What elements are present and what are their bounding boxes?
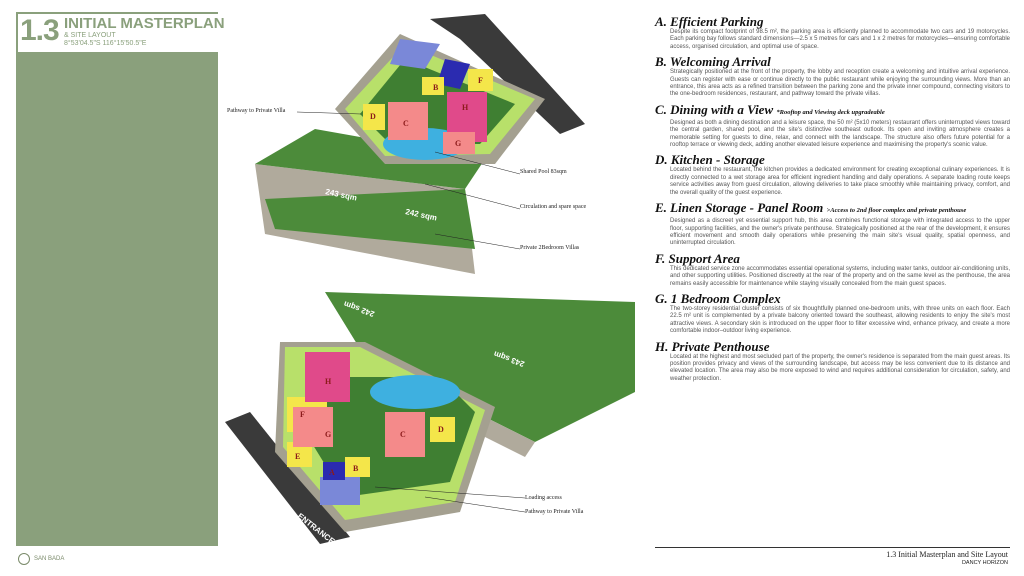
section-parking: A. Efficient Parking Despite its compact…	[655, 14, 1010, 51]
page-subtitle: & SITE LAYOUT	[64, 32, 116, 39]
section-heading: H. Private Penthouse	[655, 338, 770, 354]
callout-pool: Shared Pool 83sqm	[520, 169, 567, 175]
top-label-d: D	[370, 112, 376, 121]
description-column: A. Efficient Parking Despite its compact…	[655, 14, 1010, 544]
section-heading: D. Kitchen - Storage	[655, 152, 765, 168]
section-support: F. Support Area This dedicated service z…	[655, 251, 1010, 288]
bottom-block-c	[385, 412, 425, 457]
section-number: 1.3	[20, 14, 60, 47]
callout-villas: Private 2Bedroom Villas	[520, 245, 580, 251]
bottom-block-d	[430, 417, 455, 442]
top-block-g	[443, 132, 475, 154]
callout-circulation: Circulation and spare space	[520, 204, 587, 210]
top-block-b	[422, 77, 444, 95]
top-label-b: B	[433, 83, 439, 92]
title-block: 1.3 INITIAL MASTERPLAN & SITE LAYOUT 8°5…	[18, 14, 228, 52]
footer-brand: DANCY HORIZON	[961, 560, 1008, 566]
callout-line	[374, 486, 526, 499]
masterplan-drawings: B C D F H G ENTRANCE 243 sqm 242 sqm Pat…	[225, 14, 635, 546]
section-heading: G. 1 Bedroom Complex	[655, 290, 781, 306]
section-bedroom: G. 1 Bedroom Complex The two-storey resi…	[655, 291, 1010, 336]
bottom-label-a: A	[329, 468, 335, 477]
section-body: Strategically positioned at the front of…	[670, 69, 1010, 98]
page-title: INITIAL MASTERPLAN	[64, 15, 225, 32]
top-block-d	[363, 104, 385, 130]
callout-pathway-top: Pathway to Private Villa	[227, 108, 286, 114]
section-body: Despite its compact footprint of 98.5 m²…	[670, 29, 1010, 50]
bottom-block-b	[345, 457, 370, 477]
section-dining: C. Dining with a View *Rooftop and Viewi…	[655, 102, 1010, 150]
callout-line	[434, 151, 521, 175]
callout-line	[296, 111, 362, 115]
bottom-label-e: E	[295, 452, 300, 461]
section-linen: E. Linen Storage - Panel Room >Access to…	[655, 200, 1010, 248]
bottom-label-b: B	[353, 464, 359, 473]
section-kitchen: D. Kitchen - Storage Located behind the …	[655, 152, 1010, 197]
section-heading: F. Support Area	[655, 250, 740, 266]
section-body: The two-storey residential cluster consi…	[670, 305, 1010, 335]
top-lawn-243	[255, 129, 485, 189]
top-label-c: C	[403, 119, 409, 128]
callout-line	[434, 233, 521, 250]
bottom-road	[225, 412, 350, 544]
bottom-label-g: G	[325, 430, 331, 439]
top-block-a	[437, 59, 470, 89]
side-band	[16, 12, 218, 546]
callout-line	[424, 183, 521, 210]
section-heading: E. Linen Storage - Panel Room >Access to…	[655, 200, 967, 216]
top-label-g: G	[455, 139, 461, 148]
logo-icon	[18, 553, 30, 565]
callout-line	[424, 496, 526, 513]
section-body: This dedicated service zone accommodates…	[670, 265, 1010, 287]
section-heading: C. Dining with a View *Rooftop and Viewi…	[655, 101, 885, 117]
footer-title: 1.3 Initial Masterplan and Site Layout	[886, 550, 1008, 559]
section-body: Designed as both a dining destination an…	[670, 119, 1010, 149]
bottom-lawn	[325, 292, 635, 442]
bottom-label-d: D	[438, 425, 444, 434]
top-block-f	[468, 69, 493, 91]
bottom-label-h: H	[325, 377, 332, 386]
top-lawn-242	[265, 189, 475, 249]
section-body: Located at the highest and most secluded…	[670, 353, 1010, 382]
section-body: Designed as a discreet yet essential sup…	[670, 218, 1010, 247]
section-note: *Rooftop and Viewing deck upgradeable	[776, 108, 885, 116]
bottom-block-h	[305, 352, 350, 402]
top-label-h: H	[462, 103, 469, 112]
top-axonometric: B C D F H G ENTRANCE 243 sqm 242 sqm	[255, 14, 585, 274]
callout-loading: Loading access	[525, 495, 562, 501]
logo: SAN BADA	[18, 553, 64, 565]
bottom-block-a	[323, 462, 345, 480]
section-body: Located behind the restaurant, the kitch…	[670, 167, 1010, 196]
bottom-pool	[370, 375, 460, 409]
bottom-parking	[320, 477, 360, 505]
section-arrival: B. Welcoming Arrival Strategically posit…	[655, 54, 1010, 99]
bottom-block-g	[293, 407, 333, 447]
bottom-axonometric: H F G E C D B A 242 sqm 243 sqm ENTRANCE	[225, 292, 635, 544]
callout-pathway-bottom: Pathway to Private Villa	[525, 509, 584, 515]
section-note: >Access to 2nd floor complex and private…	[826, 207, 967, 215]
bottom-label-f: F	[300, 410, 305, 419]
section-heading: A. Efficient Parking	[655, 14, 764, 29]
section-penthouse: H. Private Penthouse Located at the high…	[655, 339, 1010, 384]
section-heading: B. Welcoming Arrival	[655, 54, 771, 70]
top-road	[430, 14, 585, 134]
top-label-f: F	[478, 76, 483, 85]
bottom-label-c: C	[400, 430, 406, 439]
top-parking	[390, 39, 440, 69]
top-block-c	[388, 102, 428, 140]
site-coordinates: 8°53'04.5"S 116°15'50.5"E	[64, 40, 147, 47]
footer-divider	[655, 547, 1010, 548]
logo-text: SAN BADA	[34, 556, 65, 562]
